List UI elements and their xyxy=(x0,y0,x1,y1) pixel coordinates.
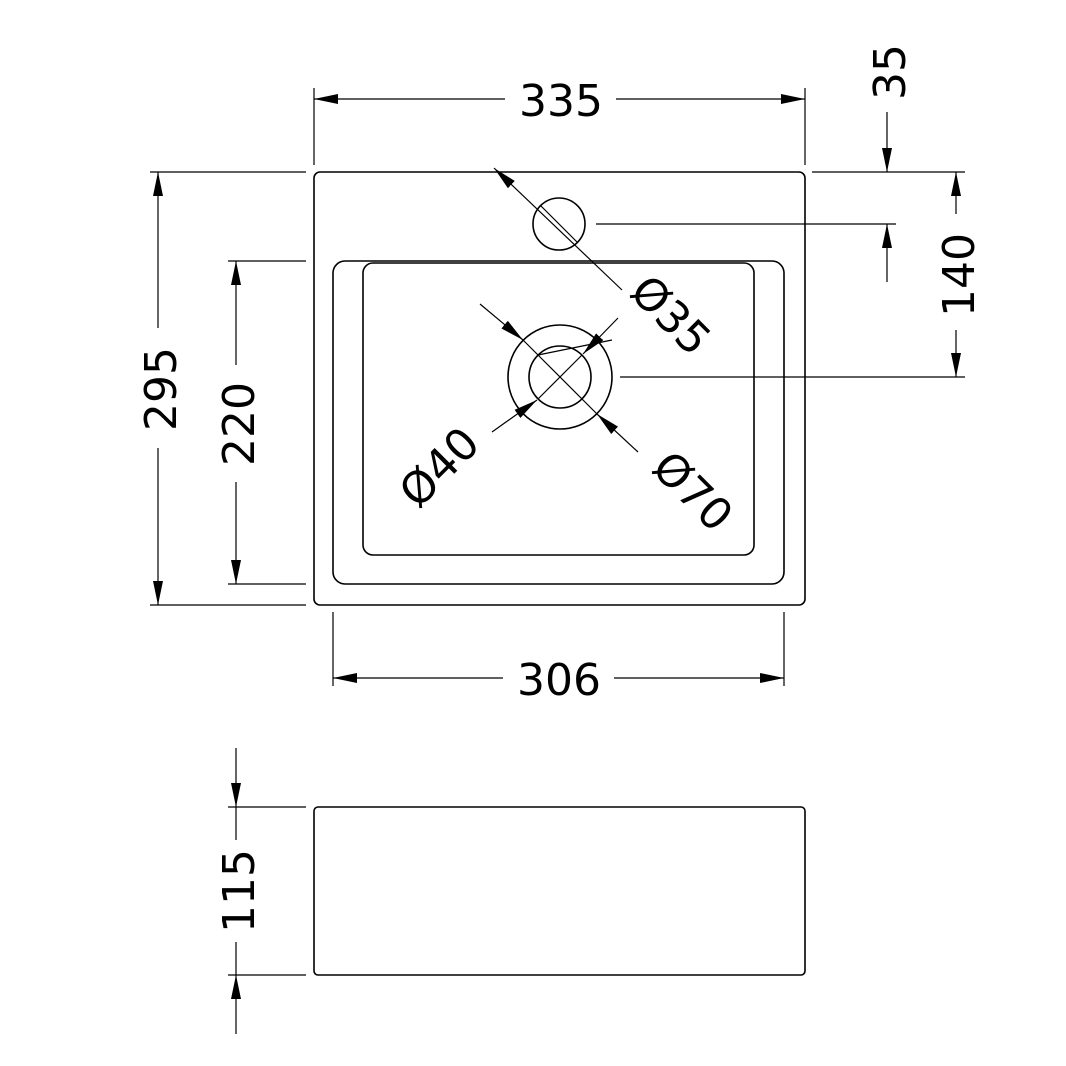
waste-outer xyxy=(507,324,613,430)
basin-side-outline xyxy=(313,806,806,976)
dimension-tap-hole-offset: 35 xyxy=(596,44,965,282)
overall-width-label: 335 xyxy=(519,76,603,127)
tap-hole-diameter-inner xyxy=(539,204,579,244)
waste-inner-diameter-label: Ø40 xyxy=(390,418,490,518)
waste-inner-leader-lower xyxy=(491,399,538,433)
tap-hole xyxy=(532,197,586,251)
overall-depth-label: 295 xyxy=(136,347,187,431)
waste-inner-leader-upper xyxy=(582,317,619,355)
tap-hole-diameter-leader xyxy=(493,167,623,291)
basin-outline xyxy=(313,171,806,606)
bowl-rim xyxy=(332,260,785,585)
bowl-inner xyxy=(362,262,755,556)
dimension-bowl-width: 306 xyxy=(332,612,785,706)
waste-outer-leader-upper xyxy=(479,303,524,341)
dimension-bowl-depth: 220 xyxy=(214,260,306,585)
height-label: 115 xyxy=(214,849,265,933)
dimension-overall-depth: 295 xyxy=(136,171,306,606)
dimension-overall-width: 335 xyxy=(313,76,806,165)
waste-offset-label: 140 xyxy=(934,233,985,317)
tap-hole-offset-label: 35 xyxy=(865,44,916,100)
tap-hole-diameter-label: Ø35 xyxy=(620,266,720,366)
waste-outer-diameter-label: Ø70 xyxy=(642,442,742,542)
waste-cross-b xyxy=(522,339,598,415)
side-view xyxy=(313,806,806,976)
dimension-waste-offset: 140 xyxy=(620,172,985,378)
bowl-width-label: 306 xyxy=(517,655,601,706)
bowl-depth-label: 220 xyxy=(214,382,265,466)
plan-view xyxy=(313,167,806,606)
waste-outer-leader-lower xyxy=(596,413,639,453)
dimension-height: 115 xyxy=(214,748,306,1034)
waste-inner xyxy=(528,345,592,409)
